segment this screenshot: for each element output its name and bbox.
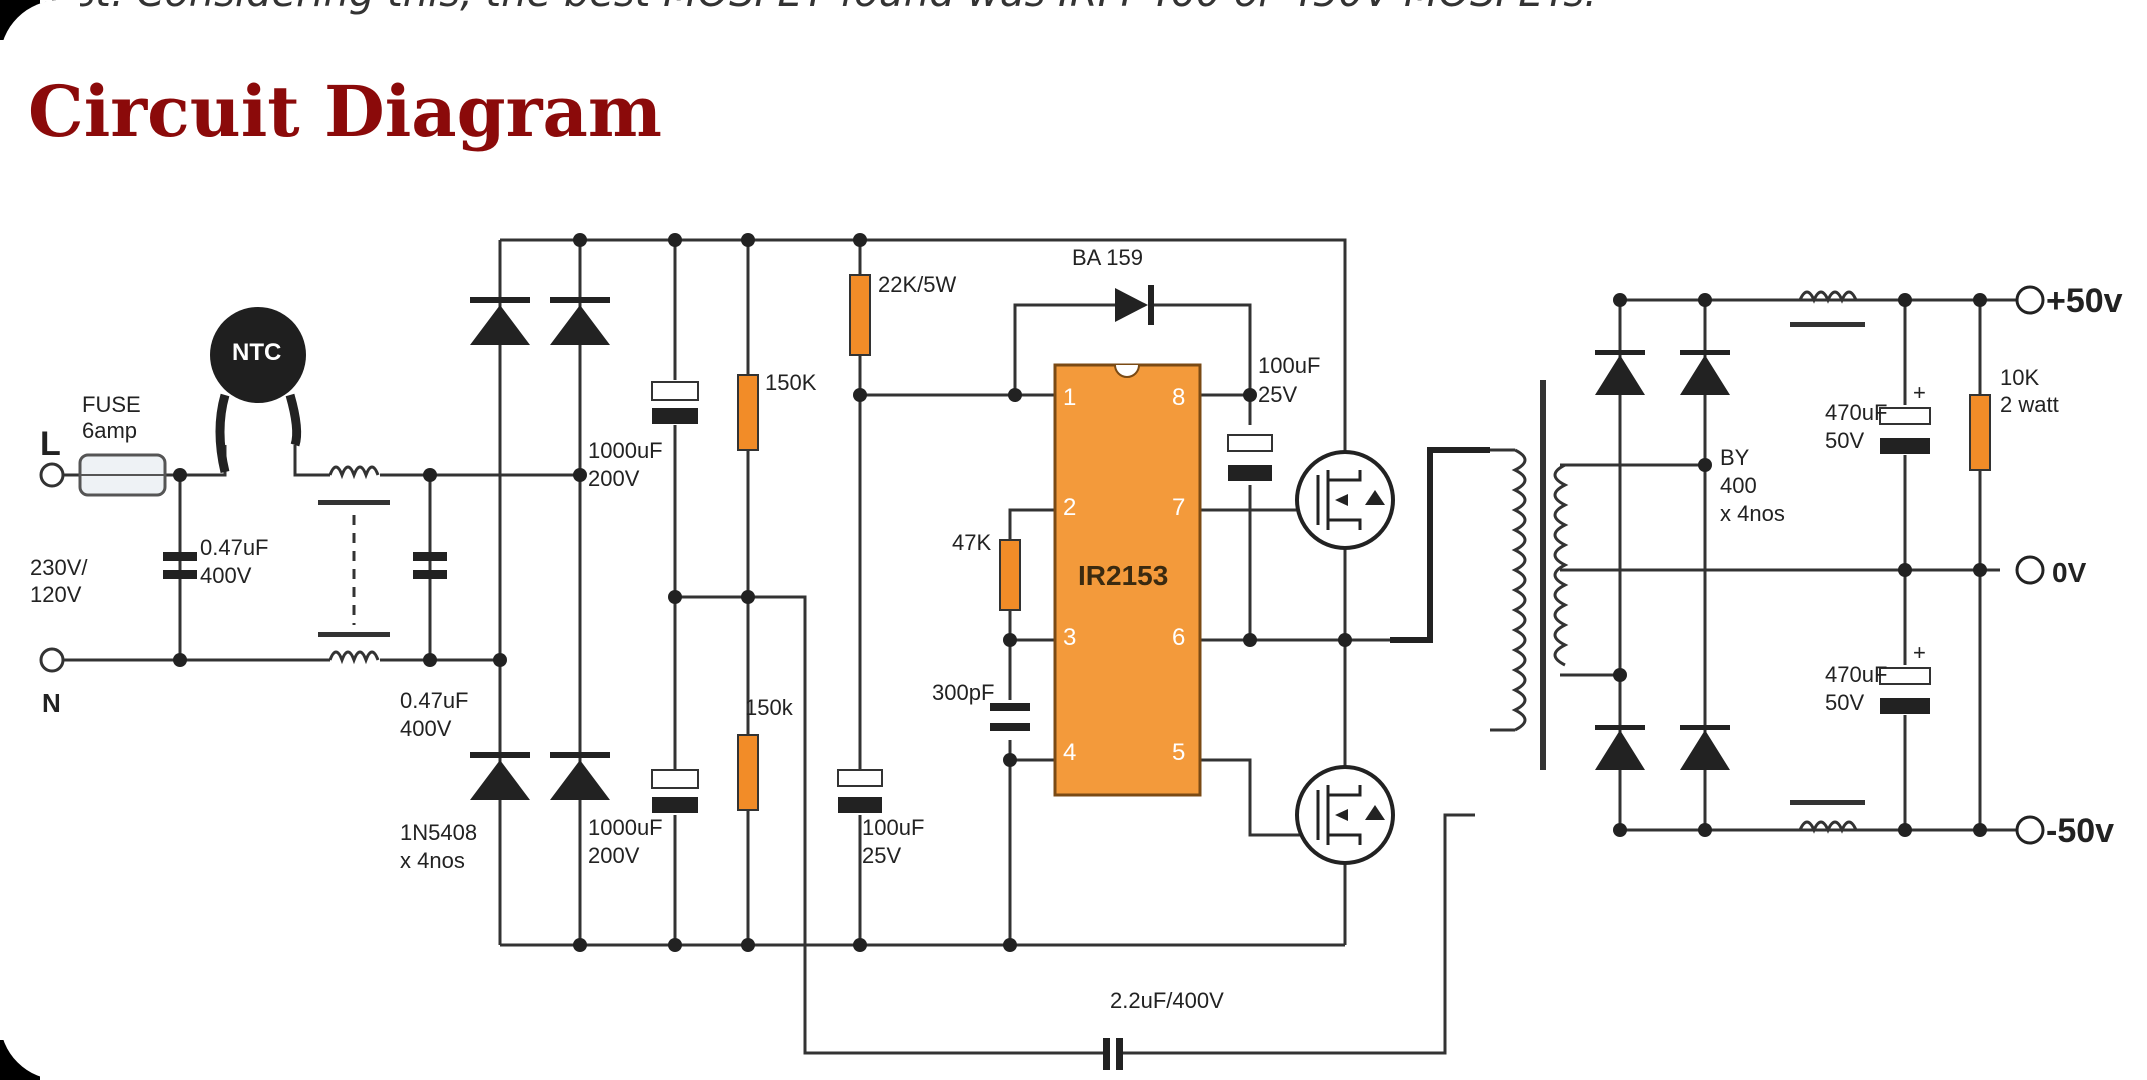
output-capacitor-bottom: + 470uF 50V	[1825, 640, 1931, 715]
load-res-label-2: 2 watt	[2000, 392, 2059, 417]
page-title: Circuit Diagram	[28, 70, 662, 153]
boot-diode-label: BA 159	[1072, 245, 1143, 270]
out-cap-top-plus: +	[1913, 380, 1926, 405]
out-cap-bottom-voltage: 50V	[1825, 690, 1864, 715]
vcc-capacitor: 100uF 25V	[837, 769, 924, 868]
output-negative-label: -50v	[2046, 812, 2114, 850]
input-terminal-neutral: N	[39, 647, 65, 718]
load-res-label-1: 10K	[2000, 365, 2039, 390]
transformer	[1511, 380, 1569, 770]
card-corner-top	[0, 0, 80, 80]
ic-ir2153: IR2153 1 2 3 4 5 6 7 8	[1053, 363, 1202, 797]
bulk-capacitor-top: 1000uF 200V	[588, 381, 699, 491]
cap-x2-value: 0.47uF	[400, 688, 469, 713]
cap-x1-value: 0.47uF	[200, 535, 269, 560]
bootstrap-diode: BA 159	[1072, 245, 1154, 325]
ic-pin-4: 4	[1063, 739, 1076, 766]
intro-text-line: cost. Considering this, the best MOSFET …	[28, 0, 2128, 16]
fuse-label: FUSE	[82, 392, 141, 417]
output-zero-label: 0V	[2052, 557, 2087, 588]
resistor-150k-bottom: 150k	[737, 695, 794, 811]
fuse: FUSE 6amp	[78, 392, 167, 497]
ic-pin-6: 6	[1172, 624, 1185, 651]
mosfet-high-side	[1295, 450, 1395, 550]
cap-x1-voltage: 400V	[200, 563, 252, 588]
res-top-label: 150K	[765, 370, 817, 395]
out-cap-top-voltage: 50V	[1825, 428, 1864, 453]
timing-capacitor: 300pF	[932, 680, 1030, 731]
sec-diode-label-1: BY	[1720, 445, 1750, 470]
fuse-rating: 6amp	[82, 418, 137, 443]
input-terminal-line: L	[39, 425, 65, 488]
output-terminal-negative: -50v	[2015, 812, 2114, 850]
bulk-cap-bottom-value: 1000uF	[588, 815, 663, 840]
res-timing-label: 47K	[952, 530, 991, 555]
bulk-cap-top-value: 1000uF	[588, 438, 663, 463]
mains-voltage-1: 230V/	[30, 555, 88, 580]
ntc-thermistor: NTC	[210, 307, 306, 474]
ic-pin-8: 8	[1172, 384, 1185, 411]
ic-pin-1: 1	[1063, 384, 1076, 411]
timing-resistor: 47K	[952, 530, 1021, 611]
ic-pin-2: 2	[1063, 494, 1076, 521]
card-corner-bottom	[0, 1000, 80, 1080]
cap-vcc-voltage: 25V	[862, 843, 901, 868]
resistor-150k-top: 150K	[737, 370, 817, 451]
output-inductor-bottom	[1790, 800, 1865, 834]
sec-diode-label-3: x 4nos	[1720, 501, 1785, 526]
ic-pin-3: 3	[1063, 624, 1076, 651]
ic-pin-5: 5	[1172, 739, 1185, 766]
output-terminal-positive: +50v	[2015, 282, 2123, 320]
common-mode-choke	[318, 465, 390, 665]
sec-diode-label-2: 400	[1720, 473, 1757, 498]
wiring	[60, 238, 2040, 1055]
ic-name-label: IR2153	[1078, 560, 1168, 591]
ntc-label: NTC	[232, 339, 281, 366]
ic-pin-7: 7	[1172, 494, 1185, 521]
res-bottom-label: 150k	[745, 695, 794, 720]
resistor-22k-supply: 22K/5W	[849, 272, 956, 356]
bootstrap-capacitor: 100uF 25V	[1227, 353, 1320, 481]
cap-boot-value: 100uF	[1258, 353, 1320, 378]
output-capacitor-top: + 470uF 50V	[1825, 380, 1931, 454]
terminal-l-label: L	[40, 425, 61, 463]
output-inductor-top	[1790, 290, 1865, 327]
mosfet-low-side	[1295, 765, 1395, 865]
coupling-cap-label: 2.2uF/400V	[1110, 988, 1224, 1013]
cap-timing-label: 300pF	[932, 680, 994, 705]
bridge-rectifier: 1N5408 x 4nos	[400, 297, 610, 873]
output-rectifier: BY 400 x 4nos	[1595, 350, 1785, 770]
bulk-cap-bottom-voltage: 200V	[588, 843, 640, 868]
bulk-capacitor-bottom: 1000uF 200V	[588, 769, 699, 868]
x-capacitor-1: 0.47uF 400V	[163, 535, 269, 588]
out-cap-bottom-plus: +	[1913, 640, 1926, 665]
output-terminal-zero: 0V	[2015, 555, 2087, 588]
load-resistor: 10K 2 watt	[1969, 365, 2059, 471]
junction-dots	[173, 233, 1987, 952]
cap-boot-voltage: 25V	[1258, 382, 1297, 407]
bulk-cap-top-voltage: 200V	[588, 466, 640, 491]
terminal-n-label: N	[42, 688, 61, 718]
out-cap-top-value: 470uF	[1825, 400, 1887, 425]
bridge-diode-qty: x 4nos	[400, 848, 465, 873]
out-cap-bottom-value: 470uF	[1825, 662, 1887, 687]
res-supply-label: 22K/5W	[878, 272, 956, 297]
cap-vcc-value: 100uF	[862, 815, 924, 840]
x-capacitor-2: 0.47uF 400V	[400, 552, 469, 741]
mains-voltage-2: 120V	[30, 582, 82, 607]
coupling-capacitor: 2.2uF/400V	[1103, 988, 1224, 1070]
cap-x2-voltage: 400V	[400, 716, 452, 741]
bridge-diode-label: 1N5408	[400, 820, 477, 845]
output-positive-label: +50v	[2046, 282, 2123, 320]
